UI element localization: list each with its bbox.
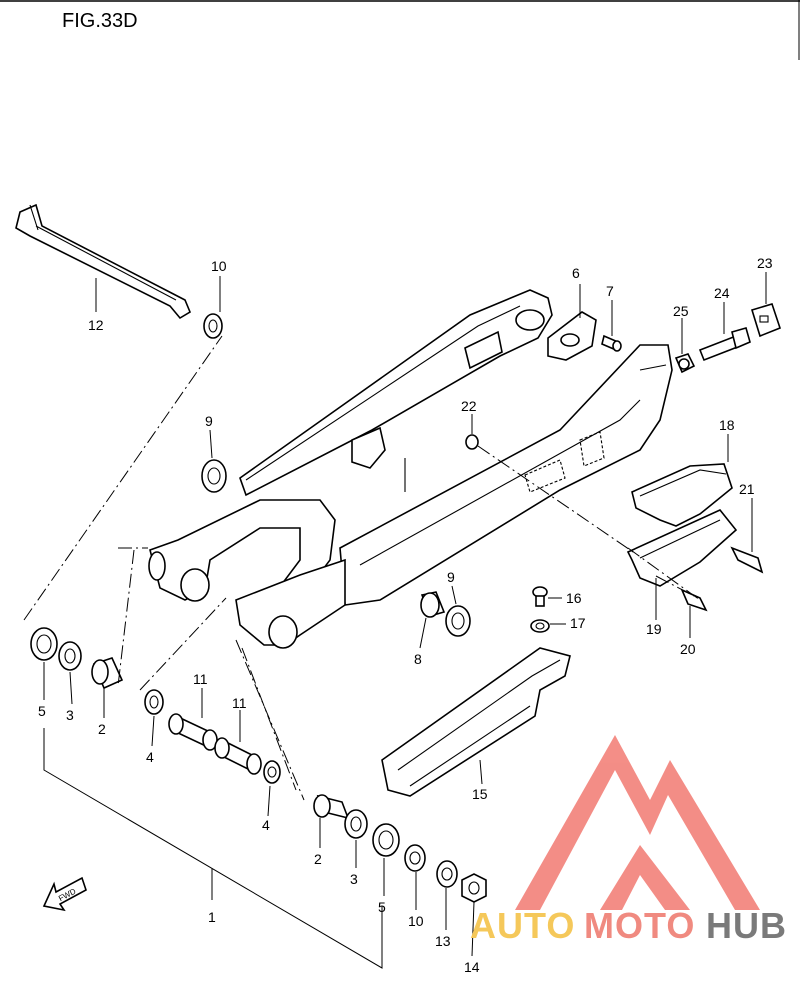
bearing-part-8: [420, 591, 446, 618]
seal-part-9-front: [201, 459, 227, 493]
bolt-part-16: [532, 586, 548, 607]
watermark-hub: HUB: [706, 905, 787, 946]
callout-4-right: 4: [262, 817, 270, 833]
callout-16: 16: [566, 590, 582, 606]
watermark-brand: AUTO MOTO HUB: [470, 905, 787, 946]
callout-2-left: 2: [98, 721, 106, 737]
bolt-part-20: [680, 588, 708, 612]
nut-part-14: [461, 873, 487, 903]
callout-23: 23: [757, 255, 773, 271]
callout-10-bottom: 10: [408, 913, 424, 929]
adjuster-part-23: [750, 303, 781, 338]
callout-8: 8: [414, 651, 422, 667]
washer-part-4-right: [263, 760, 281, 784]
axle-part-12: [15, 203, 192, 320]
washer-part-10-bottom: [404, 844, 426, 872]
callout-11-b: 11: [232, 695, 247, 711]
callout-9-rear: 9: [447, 569, 455, 585]
callout-4-left: 4: [146, 749, 154, 765]
callout-15: 15: [472, 786, 488, 802]
callout-labels: 12 10 9 6 7 25 24 23 22 18 21 19 20 16 1…: [38, 255, 773, 975]
bearing-part-3-right: [344, 809, 368, 839]
spacer-part-11-a: [168, 713, 218, 751]
chain-guide-part-18: [631, 463, 733, 527]
callout-13: 13: [435, 933, 451, 949]
seal-part-5-left: [30, 627, 58, 661]
callout-5-right: 5: [378, 899, 386, 915]
washer-part-4-left: [144, 689, 164, 715]
callout-12: 12: [88, 317, 104, 333]
swingarm-part-1: [148, 289, 673, 649]
bracket-part-6: [547, 311, 597, 361]
callout-20: 20: [680, 641, 696, 657]
callout-11-a: 11: [193, 671, 208, 687]
collar-part-17: [530, 619, 550, 633]
seal-part-9: [445, 605, 471, 637]
callout-25: 25: [673, 303, 689, 319]
washer-part-13: [436, 860, 458, 888]
nut-part-25: [674, 353, 696, 374]
bolt-part-7: [601, 334, 622, 352]
callout-6: 6: [572, 265, 580, 281]
callout-2-right: 2: [314, 851, 322, 867]
callout-9-front: 9: [205, 413, 213, 429]
callout-3-right: 3: [350, 871, 358, 887]
watermark-moto: MOTO: [584, 905, 695, 946]
leader-lines: [43, 272, 767, 969]
bolt-part-22: [465, 434, 479, 450]
assembly-lines: [23, 335, 701, 801]
sleeve-part-2-left: [91, 657, 124, 690]
chain-slider-part-15: [381, 647, 571, 797]
callout-7: 7: [606, 283, 614, 299]
callout-14: 14: [464, 959, 480, 975]
spacer-part-11-b: [214, 737, 262, 775]
callout-19: 19: [646, 621, 662, 637]
seal-part-5-right: [372, 823, 400, 857]
callout-5-left: 5: [38, 703, 46, 719]
watermark-auto: AUTO: [470, 905, 575, 946]
bearing-part-3-left: [58, 641, 82, 671]
bolt-part-24: [698, 327, 751, 362]
callout-1: 1: [208, 909, 216, 925]
washer-part-10-top: [203, 313, 223, 339]
callout-22: 22: [461, 398, 477, 414]
watermark-logo: [515, 735, 760, 910]
figure-title: FIG.33D: [62, 10, 138, 32]
callout-18: 18: [719, 417, 735, 433]
callout-21: 21: [739, 481, 755, 497]
callout-3-left: 3: [66, 707, 74, 723]
callout-24: 24: [714, 285, 730, 301]
callout-17: 17: [570, 615, 586, 631]
callout-10-top: 10: [211, 258, 227, 274]
sleeve-part-2-right: [313, 794, 350, 820]
fwd-arrow-icon: FWD: [42, 876, 87, 912]
bolt-part-21: [730, 546, 764, 574]
